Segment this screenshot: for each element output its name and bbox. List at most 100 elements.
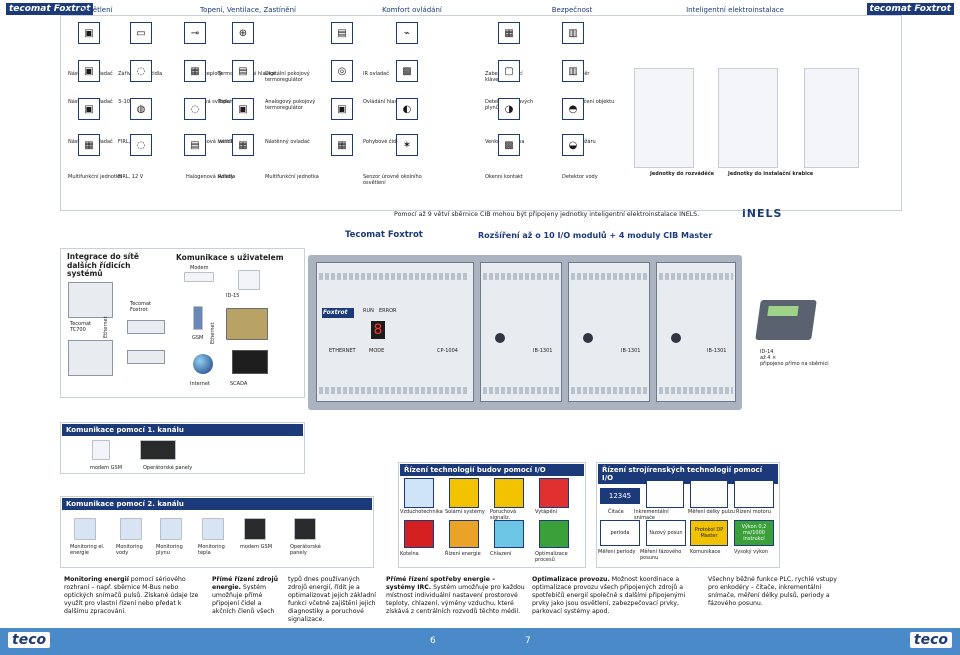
cpu-label: CP-1004 [437, 348, 458, 354]
device-icon: ✶ [396, 134, 418, 156]
device-icon: ▣ [78, 22, 100, 44]
device-label: Ventilátor [218, 139, 243, 145]
inels-logo: iNELS [742, 207, 783, 220]
cabinet-units-image [634, 68, 694, 168]
terminal-id15-image [238, 270, 260, 290]
building-label: Chlazení [490, 551, 512, 557]
device-icon: ▣ [331, 98, 353, 120]
paragraph-irc: Přímé řízení spotřeby energie – systémy … [386, 576, 525, 616]
category-header: Topení, Ventilace, Zastínění [199, 6, 296, 14]
modem-label: Modem [190, 265, 209, 271]
building-icon [539, 520, 569, 548]
cpu-brand: Foxtrot [322, 308, 354, 318]
device-icon: ▦ [498, 22, 520, 44]
device-icon: ◑ [498, 98, 520, 120]
device-icon: ◓ [562, 98, 584, 120]
device-label: Okenní kontakt [485, 174, 523, 180]
device-label: Analogový pokojový termoregulátor [265, 99, 316, 111]
expansion-note: Rozšíření až o 10 I/O modulů + 4 moduly … [478, 231, 713, 240]
building-title: Řízení technologií budov pomocí I/O [400, 464, 584, 476]
modem-image [184, 272, 214, 282]
device-icon: ◐ [396, 98, 418, 120]
machine-label: Měření periody [598, 549, 636, 555]
comm2-device-image [294, 518, 316, 540]
gsm-phone-image [193, 306, 203, 330]
building-icon [449, 478, 479, 508]
device-label: Halogenová svítidla [186, 174, 236, 180]
device-icon: ◎ [331, 60, 353, 82]
device-icon: ▢ [498, 60, 520, 82]
category-header: Bezpečnost [551, 6, 593, 14]
device-icon: ▦ [78, 134, 100, 156]
io1-label: IB-1301 [533, 348, 553, 354]
comm2-label: Monitoring plynu [156, 544, 183, 556]
device-icon: ▭ [130, 22, 152, 44]
cpu-mode: MODE [369, 348, 385, 354]
comm2-label: Monitoring vody [116, 544, 143, 556]
machine-label: Čítače [608, 509, 624, 515]
machine-label: Komunikace [690, 549, 721, 555]
building-icon [449, 520, 479, 548]
device-label: Zabezpečení objektu [562, 99, 615, 105]
paragraph-monitoring: Monitoring energií pomocí sériového rozh… [64, 576, 199, 616]
device-label: FIRL, 12 V [118, 174, 144, 180]
incremental-icon [646, 480, 684, 508]
io3-label: IB-1301 [707, 348, 727, 354]
device-icon: ▤ [331, 22, 353, 44]
laptop-image [232, 350, 268, 374]
device-label: Topení [218, 99, 235, 105]
brand-logo-right: tecomat Foxtrot [866, 3, 954, 15]
comm2-device-image [120, 518, 142, 540]
io-module-1: IB-1301 [480, 262, 562, 402]
integration-title: Integrace do sítě dalších řídicích systé… [67, 252, 139, 279]
comm2-title: Komunikace pomocí 2. kanálu [62, 498, 372, 510]
building-icon [404, 478, 434, 508]
device-icon: ⊸ [184, 22, 206, 44]
device-icon: ▦ [232, 134, 254, 156]
cpu-module: Foxtrot 8 RUN ERROR ETHERNET MODE CP-100… [316, 262, 474, 402]
device-icon: ▩ [396, 60, 418, 82]
building-label: Řízení energie [445, 551, 481, 557]
device-label: Digitální pokojový termoregulátor [265, 71, 310, 83]
device-icon: ▣ [78, 60, 100, 82]
cpu-error: ERROR [379, 308, 397, 314]
building-label: Optimalizace procesů [535, 551, 568, 563]
brand-logo-left: tecomat Foxtrot [6, 3, 94, 15]
globe-icon [193, 354, 213, 374]
id14-display [767, 306, 799, 316]
device-label: Ovládání hlasem [363, 99, 405, 105]
device-icon: ◍ [130, 98, 152, 120]
cpu-ethernet: ETHERNET [329, 348, 356, 354]
device-icon: ◒ [562, 134, 584, 156]
paragraph-plc: Všechny běžné funkce PLC, rychlé vstupy … [708, 576, 837, 608]
building-label: Vzduchotechnika [400, 509, 443, 515]
paragraph-optimization: Optimalizace provozu. Možnost koordinace… [532, 576, 686, 616]
device-label: Senzor úrovně okolního osvětlení [363, 174, 422, 186]
machine-title: Řízení strojírenských technologií pomocí… [598, 464, 778, 484]
device-icon: ▥ [562, 22, 584, 44]
building-label: Kotelna [400, 551, 419, 557]
device-icon: ▥ [562, 60, 584, 82]
device-icon: ▦ [331, 134, 353, 156]
machine-label: Inkrementální snímače [634, 509, 669, 521]
counter-display: 12345 [600, 488, 640, 504]
comm1-panels-image [140, 440, 176, 460]
comm1-panels-label: Operátorské panely [143, 465, 193, 471]
pulse-length-icon [690, 480, 728, 508]
device-icon: ▣ [78, 98, 100, 120]
label-cabinet-units: Jednotky do rozváděče [650, 171, 715, 177]
building-icon [494, 520, 524, 548]
foxtrot-small-image-2 [127, 350, 165, 364]
device-label: Pohybové čidlo [363, 139, 401, 145]
device-icon: ▤ [232, 60, 254, 82]
device-icon: ▤ [184, 134, 206, 156]
device-label: Halogenová svítidla [186, 139, 236, 145]
device-label: Zářivková svítidla [186, 99, 231, 105]
foxtrot-title: Tecomat Foxtrot [345, 230, 423, 240]
device-icon: ▦ [184, 60, 206, 82]
phase-icon: fázový posun [646, 520, 686, 546]
comm2-device-image [244, 518, 266, 540]
tc700-rack-image [68, 282, 113, 318]
device-icon: ◌ [184, 98, 206, 120]
io-module-2: IB-1301 [568, 262, 650, 402]
